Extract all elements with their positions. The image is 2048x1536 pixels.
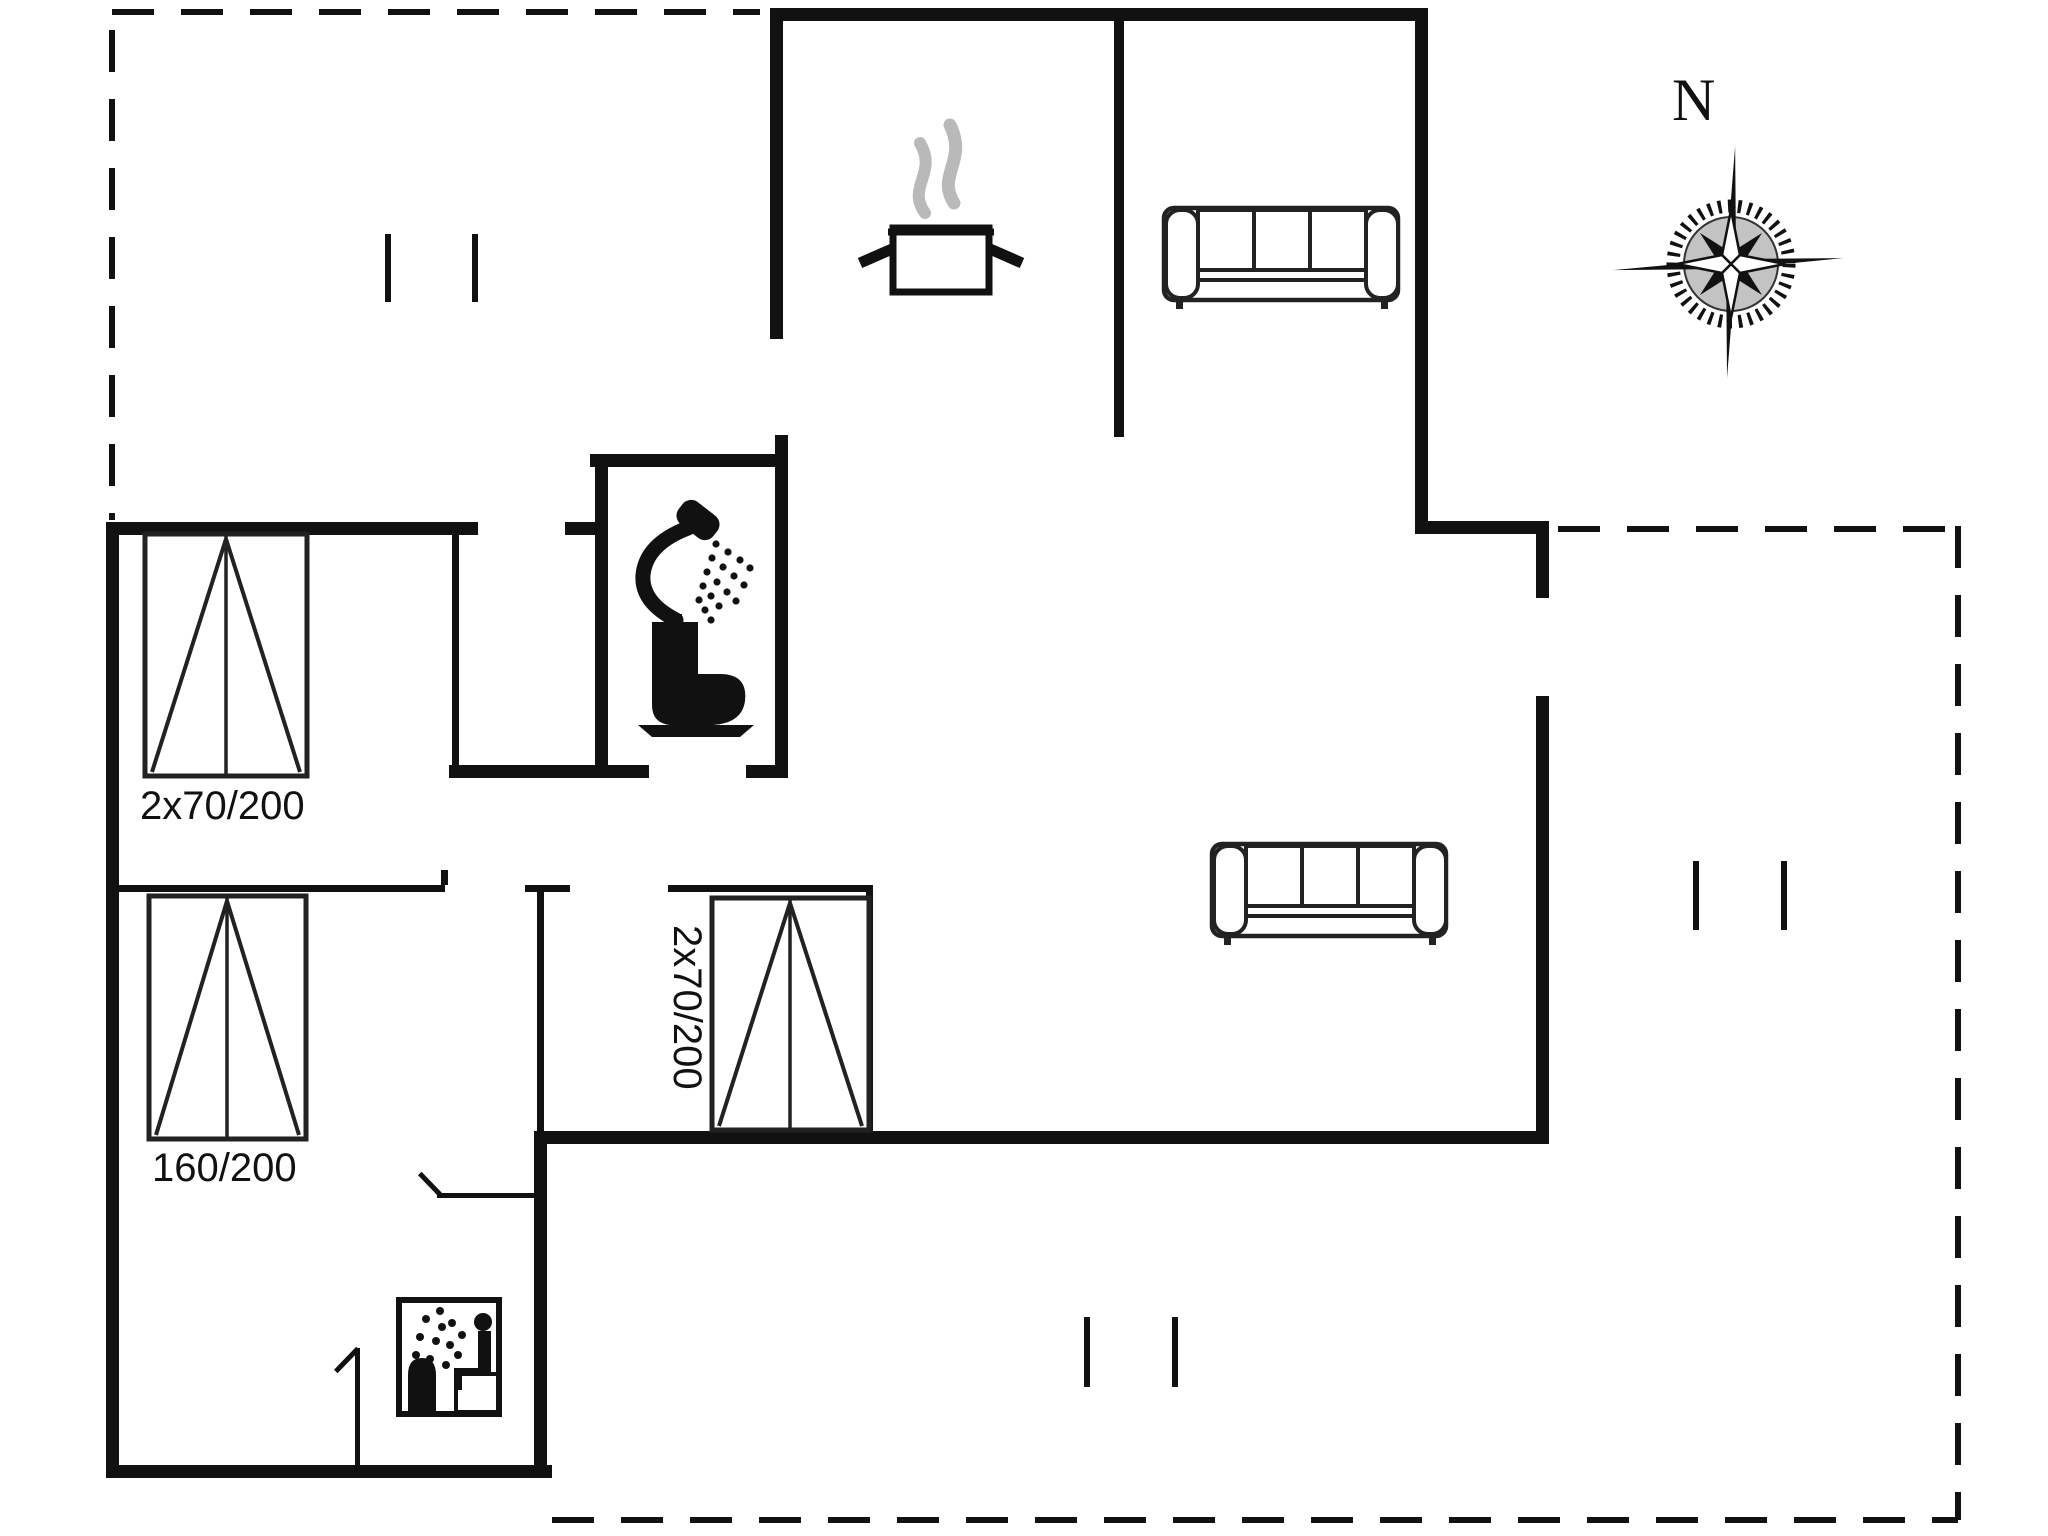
carport-left-dashed-line	[109, 30, 115, 520]
door-hinge-sauna-hall	[417, 1171, 444, 1199]
wall-bedroom2-north	[112, 885, 445, 892]
wall-bedroom2-north-jamb	[441, 870, 448, 885]
wall-entry-stub	[565, 522, 601, 535]
wall-kitchen-divider	[1114, 21, 1124, 437]
sauna-stove	[408, 1358, 436, 1411]
shower-icon	[635, 499, 754, 628]
opening-tick-terrace-south-left	[1084, 1317, 1090, 1387]
bed-label-bottom-left: 160/200	[152, 1146, 297, 1190]
wall-west	[106, 522, 119, 1478]
compass-north-label: N	[1672, 67, 1716, 133]
wall-sauna-east	[534, 1144, 547, 1478]
wall-south-living	[534, 1131, 1549, 1144]
terrace-bottom-dashed-line	[552, 1517, 1958, 1523]
door-leaf-sauna-room	[355, 1348, 360, 1465]
wall-bath-south-west	[449, 765, 649, 778]
toilet-icon	[638, 614, 754, 737]
opening-tick-carport-right	[472, 234, 478, 302]
terrace-east-top-dashed-line	[1558, 526, 1958, 532]
wall-bath-west	[595, 460, 608, 778]
door-leaf-sauna-hall	[437, 1193, 538, 1198]
wall-midroom-west	[537, 885, 544, 1131]
sauna-steam-dots	[412, 1307, 466, 1369]
sofa-icon-bottom	[1209, 841, 1449, 945]
compass-rose-icon	[1613, 146, 1843, 378]
wall-east-upper	[1536, 527, 1549, 598]
sauna-person	[454, 1313, 500, 1414]
bed-label-top-left: 2x70/200	[140, 784, 305, 828]
sauna-icon	[396, 1297, 502, 1417]
wall-midroom-north	[668, 885, 873, 892]
bed-label-middle: 2x70/200	[665, 925, 709, 1090]
wall-bedroom1-east	[452, 533, 459, 775]
wall-bottom	[106, 1465, 552, 1478]
bathroom-icons	[635, 499, 754, 737]
steam-icon	[912, 137, 932, 219]
terrace-east-dashed-line	[1955, 526, 1961, 1520]
wall-main-east	[1415, 8, 1428, 533]
bed-symbol-top-left	[142, 531, 310, 779]
wall-east-jog	[1415, 521, 1549, 534]
wall-bath-south-east	[746, 765, 788, 778]
wall-top	[770, 8, 1428, 21]
bed-symbol-bottom-left	[146, 893, 309, 1142]
wall-midroom-cap	[525, 885, 570, 892]
opening-tick-terrace-east-left	[1693, 861, 1699, 930]
wall-east-lower	[1536, 696, 1549, 1144]
opening-tick-carport-left	[385, 234, 391, 302]
opening-tick-terrace-south-right	[1172, 1317, 1178, 1387]
wall-kitchen-west	[770, 8, 783, 339]
opening-tick-terrace-east-right	[1781, 861, 1787, 930]
bed-symbol-middle	[709, 895, 872, 1133]
sofa-icon-top	[1161, 205, 1401, 309]
cooking-pot-icon	[857, 118, 1025, 296]
carport-top-dashed-line	[112, 9, 760, 15]
wall-bath-top	[590, 454, 788, 467]
wall-bath-east	[775, 435, 788, 778]
